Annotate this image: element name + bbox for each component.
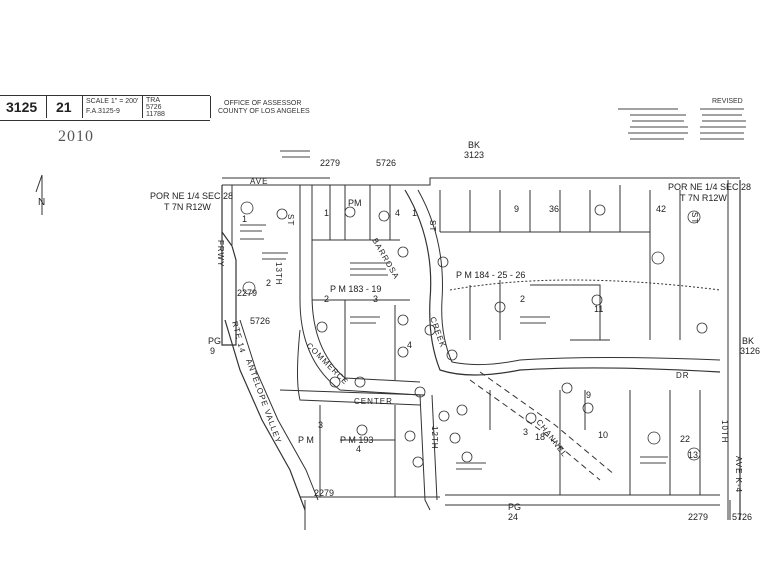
office-line-2: COUNTY OF LOS ANGELES bbox=[218, 108, 310, 115]
block-number: 3 bbox=[373, 294, 378, 304]
pg-24-line1: PG bbox=[508, 502, 521, 512]
block-number: 22 bbox=[680, 434, 690, 444]
township-right-line2: T 7N R12W bbox=[680, 193, 727, 203]
block-number: 36 bbox=[549, 204, 559, 214]
block-number: 4 bbox=[356, 444, 361, 454]
tra-value-1: 5726 bbox=[146, 104, 162, 111]
street-ave-k4: AVE K-4 bbox=[734, 456, 743, 493]
street-10th: 10TH bbox=[720, 420, 729, 444]
header-divider-4 bbox=[210, 96, 211, 118]
block-number: 2 bbox=[324, 294, 329, 304]
revised-label: REVISED bbox=[712, 98, 743, 105]
street-ave: AVE bbox=[250, 177, 268, 186]
bk-3123-line2: 3123 bbox=[464, 150, 484, 160]
pm-label-2: P M 183 - 19 bbox=[330, 284, 381, 294]
block-number: 18 bbox=[535, 432, 545, 442]
pm-label-3: P M 184 - 25 - 26 bbox=[456, 270, 525, 280]
block-number: 1 bbox=[412, 208, 417, 218]
block-number: 4 bbox=[395, 208, 400, 218]
street-12th: 12TH bbox=[430, 426, 439, 450]
township-left-line2: T 7N R12W bbox=[164, 202, 211, 212]
township-left-line1: POR NE 1/4 SEC 28 bbox=[150, 191, 233, 201]
block-number: 3 bbox=[523, 427, 528, 437]
street-10th-st: ST bbox=[690, 212, 699, 224]
block-number: 9 bbox=[586, 390, 591, 400]
street-frwy: FRWY bbox=[216, 240, 225, 267]
block-number: 10 bbox=[598, 430, 608, 440]
bk-3123-line1: BK bbox=[468, 140, 480, 150]
block-number: 2 bbox=[266, 278, 271, 288]
bk-3126-line2: 3126 bbox=[740, 346, 760, 356]
block-number: 13 bbox=[688, 450, 698, 460]
street-dr: DR bbox=[676, 371, 690, 380]
tra-marker-4: 5726 bbox=[250, 316, 270, 326]
header-divider-2 bbox=[82, 96, 83, 118]
block-number: 2 bbox=[520, 294, 525, 304]
pg-24-line2: 24 bbox=[508, 512, 518, 522]
header-divider-3 bbox=[142, 96, 143, 118]
street-creek-st: ST bbox=[428, 220, 437, 232]
year-label: 2010 bbox=[58, 128, 94, 145]
office-line-1: OFFICE OF ASSESSOR bbox=[224, 100, 302, 107]
tra-marker-5: 2279 bbox=[314, 488, 334, 498]
block-number: 11 bbox=[594, 304, 603, 314]
township-right-line1: POR NE 1/4 SEC 28 bbox=[668, 182, 751, 192]
block-number: 3 bbox=[318, 420, 323, 430]
street-center: CENTER bbox=[354, 397, 393, 406]
street-13th-st: ST bbox=[286, 214, 295, 226]
tra-label: TRA bbox=[146, 97, 160, 104]
pm-label-5: P M bbox=[298, 435, 314, 445]
tra-marker-2: 5726 bbox=[376, 158, 396, 168]
block-number: 4 bbox=[407, 340, 412, 350]
fa-label: F.A.3125-9 bbox=[86, 108, 120, 115]
pm-label-4: P M 193 bbox=[340, 435, 373, 445]
header-divider-1 bbox=[46, 96, 47, 118]
tra-marker-7: 5726 bbox=[732, 512, 752, 522]
map-book-number: 3125 bbox=[6, 99, 38, 115]
pm-label-1: PM bbox=[348, 198, 362, 208]
scale-label: SCALE 1" = 200' bbox=[86, 98, 139, 105]
tra-marker-1: 2279 bbox=[320, 158, 340, 168]
pg-9-line2: 9 bbox=[210, 346, 215, 356]
street-commerce: COMMERCE bbox=[305, 341, 351, 387]
pg-9-line1: PG bbox=[208, 336, 221, 346]
street-rte14: RTE 14 bbox=[230, 320, 247, 354]
block-number: 1 bbox=[242, 214, 247, 224]
tra-marker-6: 2279 bbox=[688, 512, 708, 522]
page-number: 21 bbox=[56, 99, 72, 115]
header-strip bbox=[0, 95, 210, 121]
bk-3126-line1: BK bbox=[742, 336, 754, 346]
tra-marker-3: 2279 bbox=[237, 288, 257, 298]
street-antelope-valley: ANTELOPE VALLEY bbox=[244, 358, 283, 445]
tra-value-2: 11788 bbox=[146, 111, 165, 118]
block-number: 42 bbox=[656, 204, 666, 214]
block-number: 1 bbox=[324, 208, 329, 218]
north-label: N bbox=[38, 197, 45, 208]
block-number: 9 bbox=[514, 204, 519, 214]
street-13th: 13TH bbox=[274, 262, 283, 286]
